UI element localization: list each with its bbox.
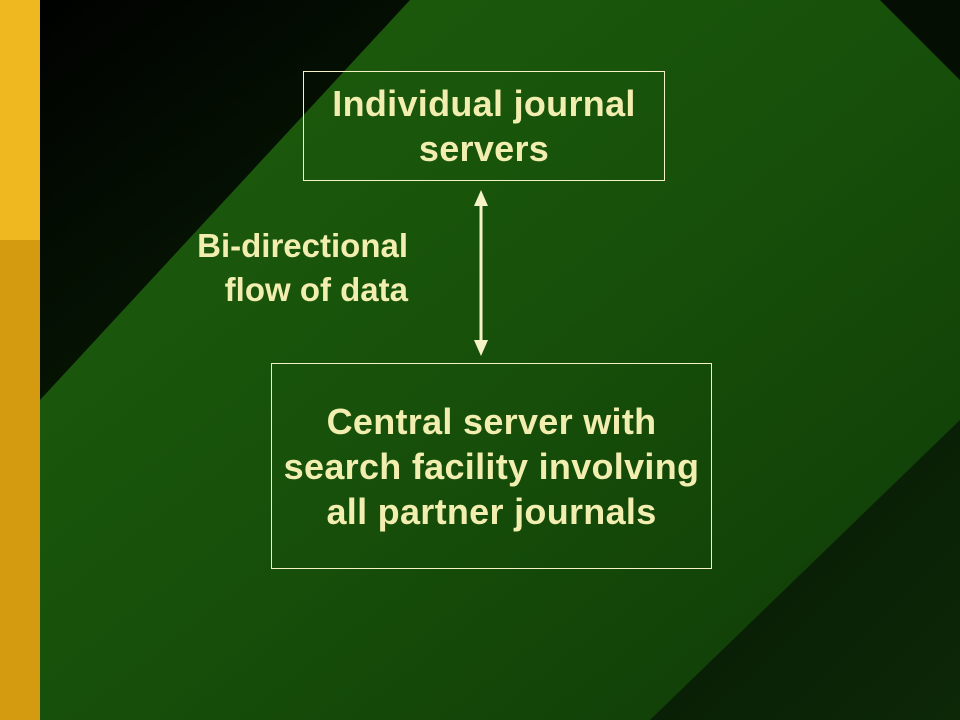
flow-label-line1: Bi-directional [197, 227, 408, 264]
flow-label: Bi-directional flow of data [100, 224, 408, 312]
individual-servers-box: Individual journal servers [303, 71, 665, 181]
central-server-label: Central server with search facility invo… [283, 400, 700, 532]
accent-bar-upper [0, 0, 40, 240]
arrow-head-up-icon [474, 190, 488, 206]
background-top-corner [880, 0, 960, 80]
arrow-head-down-icon [474, 340, 488, 356]
individual-servers-label: Individual journal servers [332, 83, 636, 169]
flow-label-line2: flow of data [224, 271, 408, 308]
bidirectional-arrow [474, 190, 488, 356]
central-server-box: Central server with search facility invo… [271, 363, 712, 569]
accent-bar-lower [0, 240, 40, 720]
background-corner-shade [650, 420, 960, 720]
background-diamond [40, 0, 960, 720]
